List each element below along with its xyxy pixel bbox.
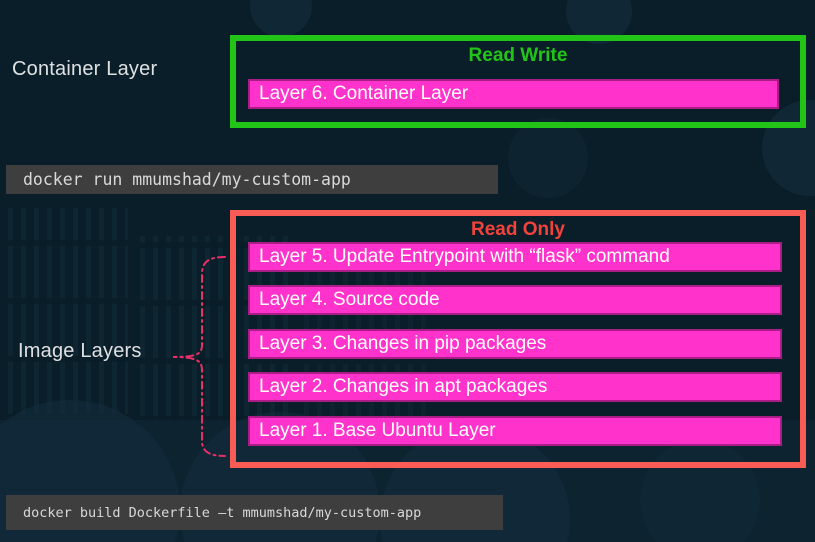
docker-build-command: docker build Dockerfile –t mmumshad/my-c…: [6, 495, 503, 530]
layer-bar-4: Layer 4. Source code: [248, 285, 782, 315]
layer-bar-6: Layer 6. Container Layer: [248, 79, 779, 109]
image-layers-label: Image Layers: [18, 340, 142, 362]
layer-bar-2: Layer 2. Changes in apt packages: [248, 372, 782, 402]
background-circle: [250, 0, 312, 37]
read-write-box: [230, 35, 806, 128]
background-circle: [508, 118, 588, 198]
read-only-title: Read Only: [471, 219, 565, 240]
read-write-title: Read Write: [468, 45, 568, 66]
read-only-box: [230, 210, 806, 468]
container-layer-label: Container Layer: [12, 58, 158, 80]
background-circle: [640, 440, 760, 542]
layer-bar-3: Layer 3. Changes in pip packages: [248, 329, 782, 359]
layer-bar-1: Layer 1. Base Ubuntu Layer: [248, 416, 782, 446]
layer-bar-5: Layer 5. Update Entrypoint with “flask” …: [248, 242, 782, 272]
background-containers: [8, 208, 128, 420]
docker-run-command: docker run mmumshad/my-custom-app: [6, 165, 498, 194]
